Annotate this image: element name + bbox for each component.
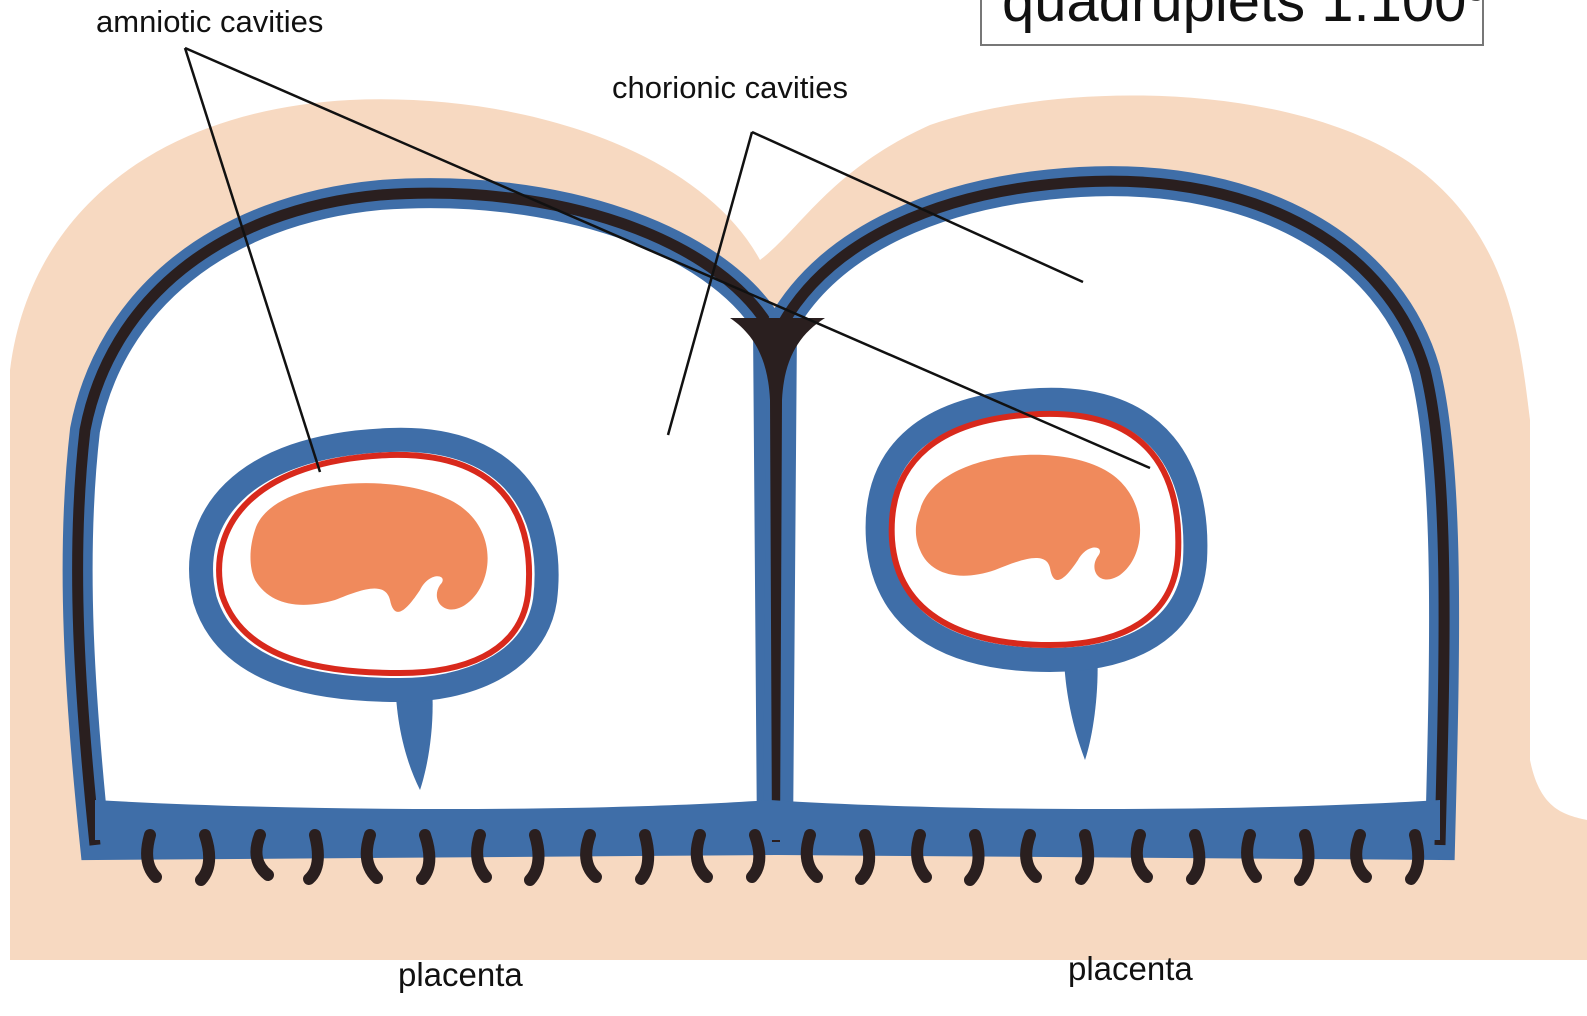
- placenta-right-label: placenta: [1068, 950, 1193, 988]
- placenta-left-label: placenta: [398, 956, 523, 994]
- title-main: quadruplets 1:100: [1002, 0, 1466, 34]
- title-box: quadruplets 1:1003: [980, 0, 1484, 46]
- amniotic-cavities-label: amniotic cavities: [96, 4, 323, 40]
- title-superscript: 3: [1466, 0, 1484, 9]
- title-text: quadruplets 1:1003: [1002, 0, 1484, 35]
- chorionic-cavities-label: chorionic cavities: [612, 70, 848, 106]
